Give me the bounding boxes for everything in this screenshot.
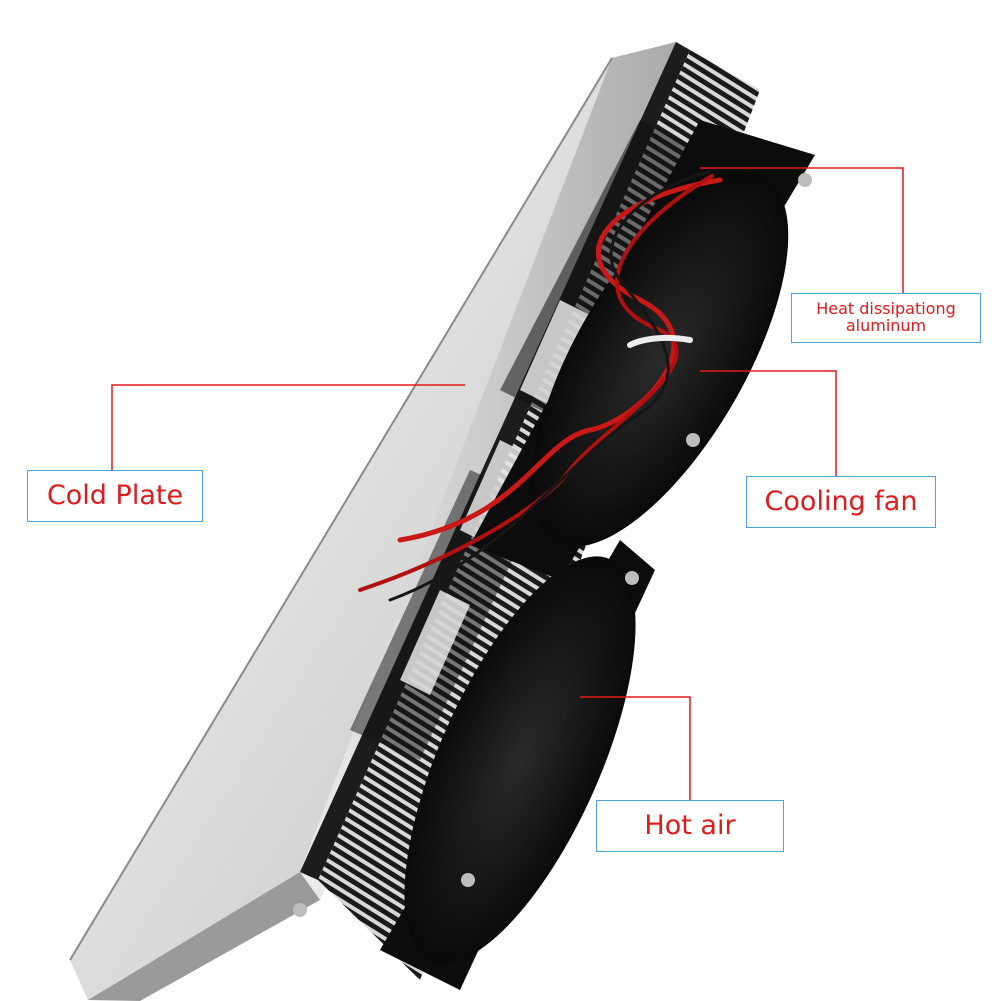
hot-air-callout: Hot air	[596, 800, 784, 852]
heat-sink-label-line1: Heat dissipationg	[816, 299, 956, 319]
cooling-fan-callout: Cooling fan	[746, 476, 936, 528]
lower-hot-air-fan	[293, 540, 655, 990]
hot-air-label: Hot air	[644, 809, 736, 841]
power-wires	[358, 170, 723, 602]
heat-sink-callout: Heat dissipationg aluminum	[791, 293, 981, 343]
callout-leader-lines	[111, 167, 904, 800]
heat-sink-label-line2: aluminum	[845, 316, 927, 335]
cold-plate-label: Cold Plate	[46, 479, 184, 511]
upper-cooling-fan	[470, 120, 815, 580]
cooling-fan-label: Cooling fan	[764, 485, 918, 517]
cold-plate-callout: Cold Plate	[27, 470, 203, 522]
